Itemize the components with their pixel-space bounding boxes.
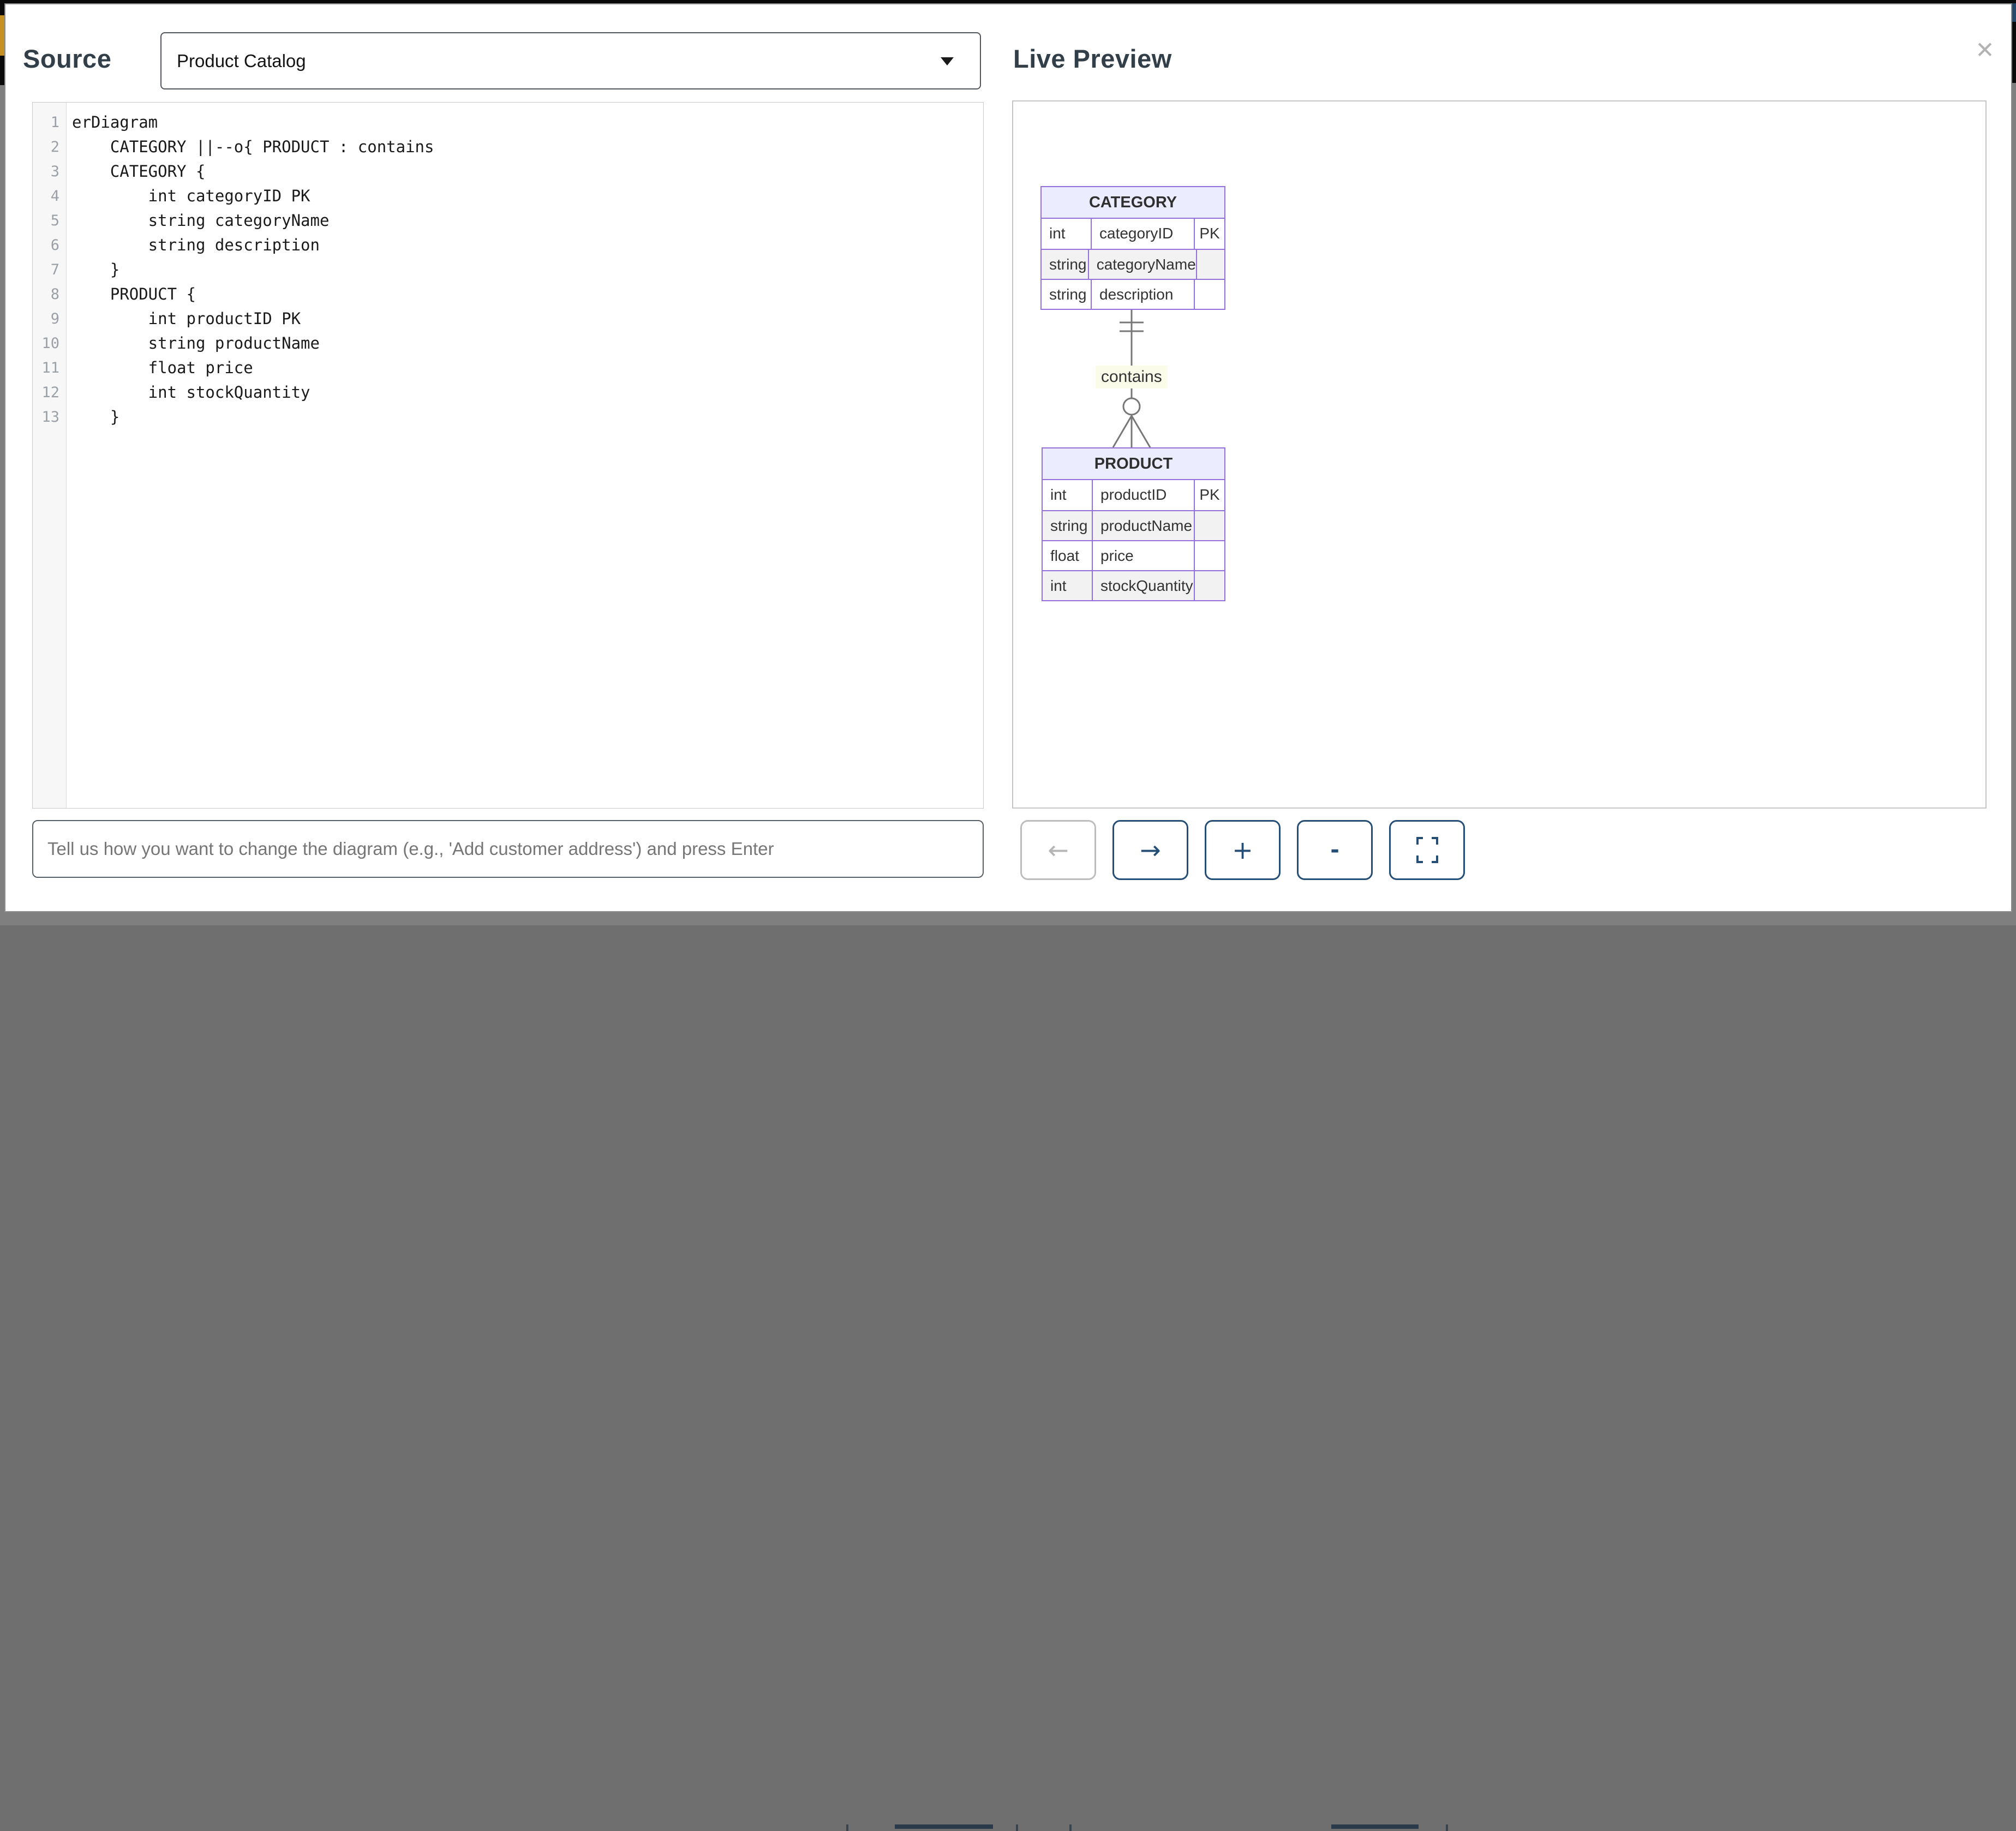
- ai-prompt-input[interactable]: [32, 820, 984, 878]
- attribute-type-cell: string: [1042, 280, 1092, 309]
- code-line: erDiagram: [72, 113, 158, 131]
- preview-panel-title: Live Preview: [1013, 44, 1172, 73]
- attribute-key-cell: [1195, 571, 1224, 600]
- backdrop-logo-fragment: [0, 15, 4, 56]
- line-number: 10: [41, 335, 59, 352]
- line-number: 5: [50, 212, 59, 229]
- backdrop-text-fragment: [1016, 1824, 1018, 1831]
- code-line: }: [72, 260, 120, 279]
- attribute-name-cell: description: [1092, 280, 1195, 309]
- line-number: 1: [50, 114, 59, 131]
- line-number: 4: [50, 188, 59, 205]
- attribute-key-cell: [1195, 280, 1224, 309]
- source-panel-title: Source: [23, 44, 112, 73]
- backdrop-text-fragment: [846, 1824, 848, 1831]
- attribute-key-cell: PK: [1195, 219, 1224, 249]
- code-line: PRODUCT {: [72, 285, 196, 303]
- line-number: 12: [41, 384, 59, 401]
- attribute-key-cell: PK: [1195, 480, 1224, 510]
- entity-name: PRODUCT: [1043, 448, 1224, 480]
- line-number: 8: [50, 286, 59, 303]
- corner-brackets-icon: [1416, 837, 1438, 863]
- backdrop-text-fragment: [895, 1824, 993, 1829]
- attribute-type-cell: int: [1042, 219, 1092, 249]
- preview-toolbar: ← → + -: [1020, 820, 1465, 880]
- attribute-type-cell: float: [1043, 541, 1093, 570]
- diagram-selector-value: Product Catalog: [177, 50, 306, 71]
- backdrop-left-strip: [0, 3, 4, 912]
- code-line: int productID PK: [72, 309, 301, 328]
- chevron-down-icon: [941, 57, 954, 65]
- zoom-in-button[interactable]: +: [1205, 820, 1281, 880]
- relationship-label: contains: [1096, 366, 1168, 388]
- line-number: 13: [41, 409, 59, 426]
- right-arrow-icon: →: [1140, 835, 1161, 865]
- undo-button[interactable]: ←: [1020, 820, 1096, 880]
- backdrop-right-header-fragment2: [2012, 22, 2016, 83]
- code-line: int stockQuantity: [72, 383, 310, 402]
- code-line: string productName: [72, 334, 320, 352]
- backdrop-right-header-fragment: [2012, 3, 2016, 22]
- minus-icon: -: [1330, 837, 1339, 863]
- backdrop-text-fragment: [1446, 1824, 1448, 1831]
- backdrop-text-fragment: [1331, 1824, 1419, 1829]
- left-arrow-icon: ←: [1048, 835, 1069, 865]
- fit-to-screen-button[interactable]: [1389, 820, 1465, 880]
- attribute-type-cell: int: [1043, 571, 1093, 600]
- code-line: float price: [72, 358, 253, 377]
- code-line: CATEGORY {: [72, 162, 206, 181]
- entity-name: CATEGORY: [1042, 187, 1224, 219]
- attribute-type-cell: string: [1043, 511, 1093, 540]
- attribute-name-cell: productID: [1093, 480, 1195, 510]
- attribute-key-cell: [1195, 511, 1224, 540]
- backdrop-top-strip: [0, 0, 2016, 3]
- line-number: 6: [50, 237, 59, 254]
- plus-icon: +: [1232, 835, 1253, 865]
- backdrop-right-strip: [2012, 3, 2016, 912]
- attribute-key-cell: [1195, 541, 1224, 570]
- attribute-name-cell: categoryID: [1092, 219, 1195, 249]
- line-number: 11: [41, 360, 59, 376]
- backdrop-bottom-strip: [0, 912, 2016, 1831]
- attribute-name-cell: productName: [1093, 511, 1195, 540]
- zoom-out-button[interactable]: -: [1297, 820, 1373, 880]
- redo-button[interactable]: →: [1112, 820, 1188, 880]
- close-dialog-button[interactable]: ✕: [1970, 35, 2000, 65]
- line-number: 7: [50, 261, 59, 278]
- diagram-selector-dropdown[interactable]: Product Catalog: [160, 32, 981, 89]
- attribute-key-cell: [1197, 250, 1224, 279]
- code-line: }: [72, 408, 120, 426]
- code-line: CATEGORY ||--o{ PRODUCT : contains: [72, 137, 434, 156]
- attribute-name-cell: stockQuantity: [1093, 571, 1195, 600]
- attribute-name-cell: categoryName: [1088, 250, 1197, 279]
- attribute-type-cell: string: [1042, 250, 1089, 279]
- line-number: 3: [50, 163, 59, 180]
- code-line: int categoryID PK: [72, 187, 310, 205]
- line-number: 9: [50, 310, 59, 327]
- backdrop-text-fragment: [1069, 1824, 1072, 1831]
- code-line: string categoryName: [72, 211, 330, 230]
- code-line: string description: [72, 236, 320, 254]
- close-icon: ✕: [1975, 37, 1995, 63]
- line-number: 2: [50, 139, 59, 155]
- attribute-name-cell: price: [1093, 541, 1195, 570]
- attribute-type-cell: int: [1043, 480, 1093, 510]
- code-area[interactable]: erDiagram CATEGORY ||--o{ PRODUCT : cont…: [67, 103, 983, 808]
